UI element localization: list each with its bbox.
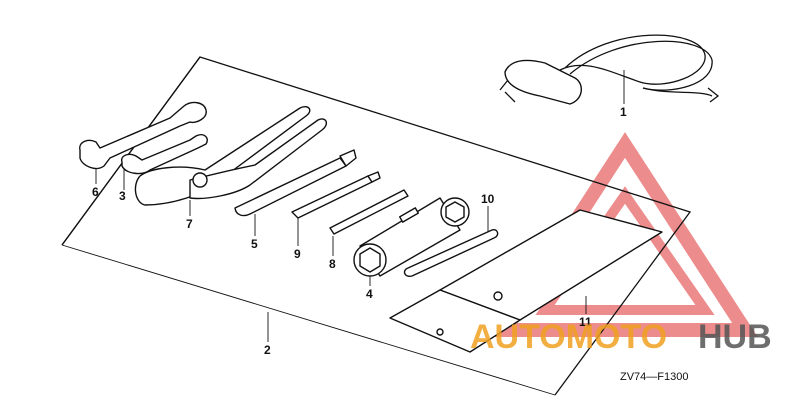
callout-7: 7: [186, 217, 193, 231]
callout-10: 10: [481, 192, 495, 206]
handle-bar: [403, 228, 499, 278]
double-open-wrench: [79, 101, 207, 170]
watermark-logo: AUTOMOTO HUB: [470, 318, 772, 356]
diagram-code: ZV74—F1300: [620, 371, 688, 383]
callout-3: 3: [119, 189, 126, 203]
callout-8: 8: [329, 257, 336, 271]
spark-plug-socket-wrench: [353, 197, 470, 277]
watermark-text-b: HUB: [698, 318, 772, 356]
callout-5: 5: [251, 237, 258, 251]
tool-bag: [389, 209, 663, 353]
tool-bag-outline: [61, 56, 692, 396]
rope-tool: [499, 34, 720, 105]
callout-4: 4: [366, 287, 373, 301]
leader-lines: [95, 70, 625, 342]
small-wrench: [121, 134, 208, 175]
screwdriver-blade: [234, 149, 357, 217]
watermark-text-a: AUTOMOTO: [470, 318, 667, 356]
screwdriver-phillips: [291, 171, 381, 219]
callout-2: 2: [264, 343, 271, 357]
callout-9: 9: [294, 247, 301, 261]
callout-1: 1: [620, 105, 627, 119]
screwdriver-flat: [329, 189, 409, 235]
callout-6: 6: [92, 185, 99, 199]
pliers: [134, 106, 328, 206]
callout-11: 11: [579, 315, 592, 329]
